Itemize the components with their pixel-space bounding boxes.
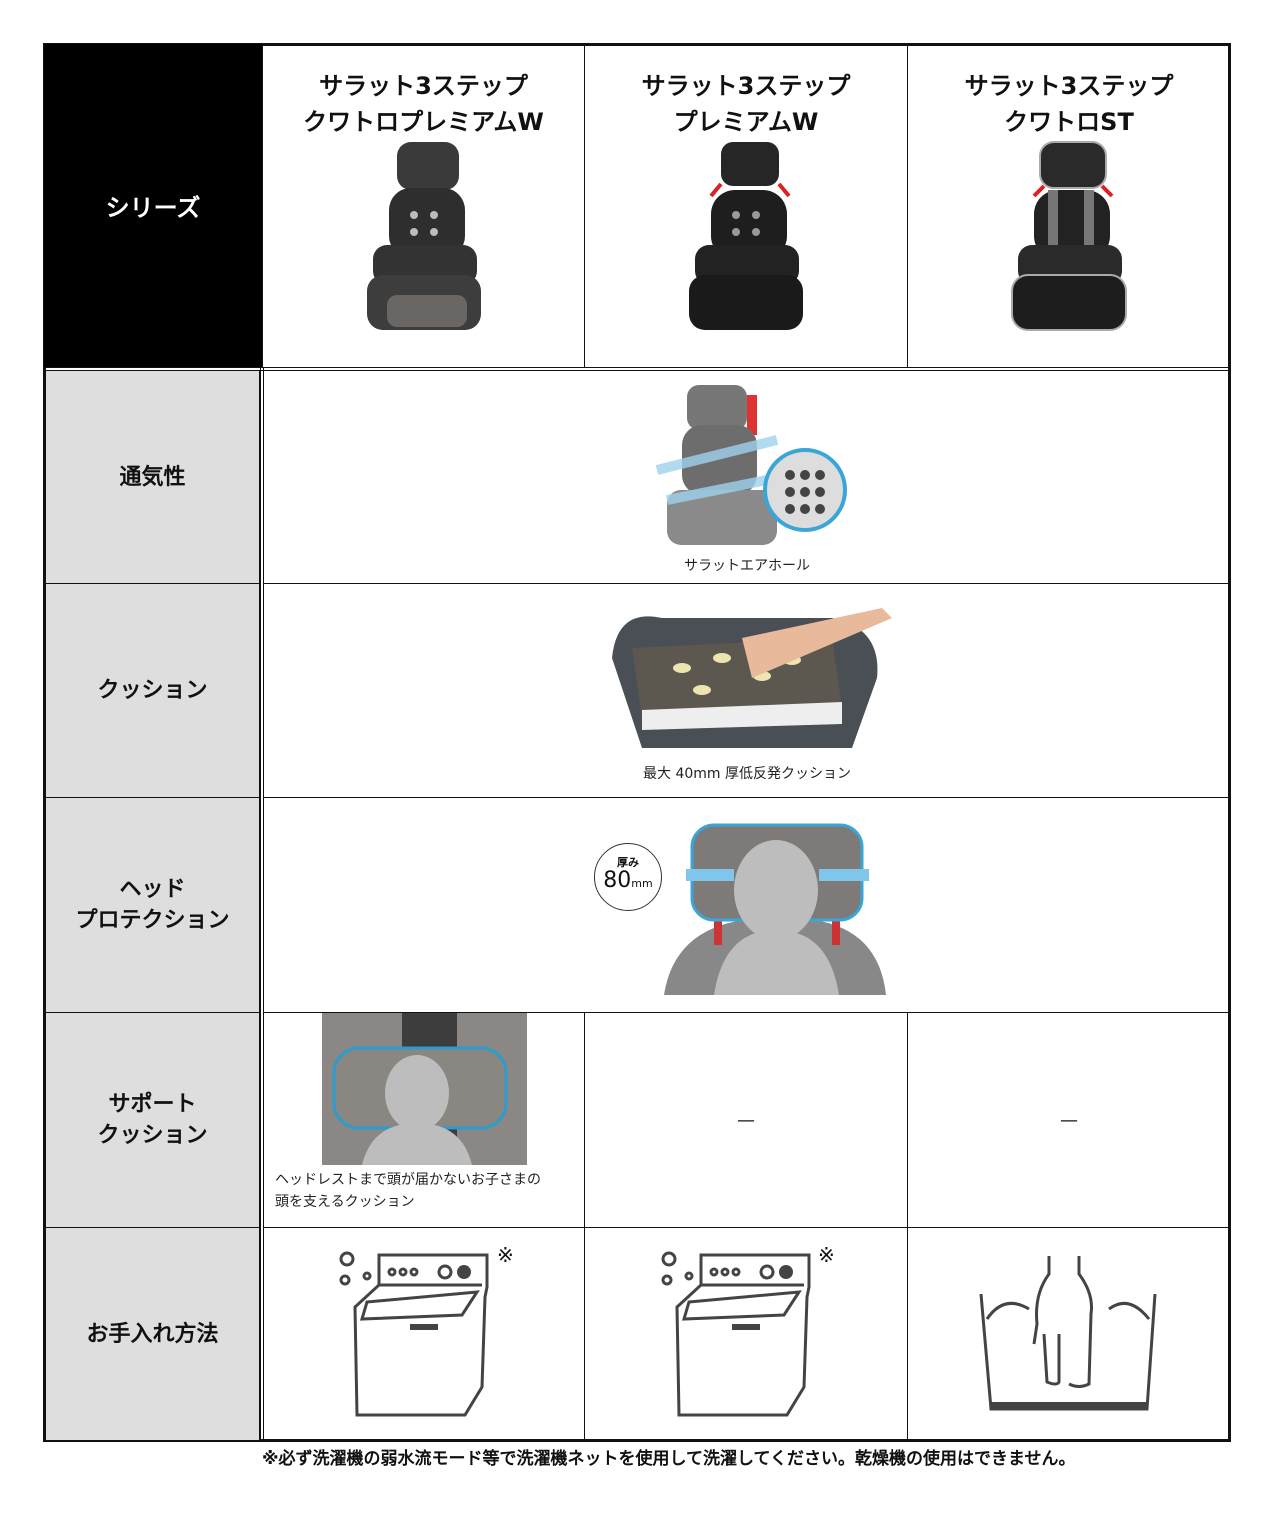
row-label-text: ヘッド プロテクション bbox=[75, 877, 230, 933]
row-label-text: サポート クッション bbox=[97, 1092, 208, 1148]
series-header-cell: シリーズ bbox=[43, 43, 263, 368]
support-cushion-cell: ヘッドレストまで頭が届かないお子さまの 頭を支えるクッション bbox=[263, 1012, 585, 1228]
cushion-illustration bbox=[612, 608, 892, 748]
support-cushion-na-cell: — bbox=[584, 1012, 908, 1228]
caption: 最大 40mm 厚低反発クッション bbox=[643, 766, 851, 782]
hand-wash-icon bbox=[979, 1256, 1157, 1411]
footnote: ※必ず洗濯機の弱水流モード等で洗濯機ネットを使用して洗濯してください。乾燥機の使… bbox=[262, 1449, 1076, 1469]
cushion-cell: 最大 40mm 厚低反発クッション bbox=[263, 583, 1231, 798]
row-label-head-protection: ヘッド プロテクション bbox=[45, 797, 260, 1013]
note-mark: ※ bbox=[818, 1243, 835, 1267]
not-applicable: — bbox=[737, 1109, 755, 1131]
support-cushion-na-cell: — bbox=[907, 1012, 1231, 1228]
car-seat-image bbox=[689, 142, 803, 330]
washing-machine-icon bbox=[661, 1251, 810, 1416]
row-label-text: お手入れ方法 bbox=[86, 1321, 219, 1347]
caption: ヘッドレストまで頭が届かないお子さまの 頭を支えるクッション bbox=[275, 1172, 541, 1210]
care-cell: ※ bbox=[584, 1227, 908, 1441]
row-label-text: クッション bbox=[97, 678, 208, 703]
car-seat-image bbox=[1011, 141, 1127, 331]
air-hole-illustration bbox=[655, 384, 847, 545]
care-cell: ※ bbox=[263, 1227, 585, 1441]
row-label-text: 通気性 bbox=[119, 464, 186, 490]
product-cell-premium-w: サラット3ステップ プレミアムW bbox=[584, 43, 908, 368]
caption: サラットエアホール bbox=[684, 557, 810, 574]
thickness-bubble: 厚み 80mm bbox=[594, 843, 662, 911]
headrest-illustration bbox=[664, 823, 886, 995]
product-name: サラット3ステップ クワトロプレミアムW bbox=[303, 72, 544, 136]
washing-machine-icon bbox=[339, 1251, 488, 1416]
care-cell bbox=[907, 1227, 1231, 1441]
car-seat-image bbox=[366, 142, 481, 330]
product-name: サラット3ステップ プレミアムW bbox=[641, 72, 851, 136]
breathability-cell: サラットエアホール bbox=[263, 370, 1231, 584]
product-name: サラット3ステップ クワトロST bbox=[964, 72, 1174, 136]
row-label-support-cushion: サポート クッション bbox=[45, 1012, 260, 1228]
product-cell-quattro-premium-w: サラット3ステップ クワトロプレミアムW bbox=[262, 43, 585, 368]
note-mark: ※ bbox=[497, 1243, 514, 1267]
row-label-care: お手入れ方法 bbox=[45, 1227, 260, 1441]
head-protection-cell: 厚み 80mm bbox=[263, 797, 1231, 1013]
bubble-label: 厚み bbox=[617, 856, 639, 869]
bubble-unit: mm bbox=[631, 877, 653, 890]
series-label: シリーズ bbox=[105, 194, 201, 222]
bubble-value: 80 bbox=[603, 868, 632, 893]
row-label-cushion: クッション bbox=[45, 583, 260, 798]
row-label-breathability: 通気性 bbox=[45, 370, 260, 584]
product-cell-quattro-st: サラット3ステップ クワトロST bbox=[907, 43, 1231, 368]
not-applicable: — bbox=[1060, 1109, 1078, 1131]
support-cushion-illustration bbox=[321, 1013, 527, 1165]
